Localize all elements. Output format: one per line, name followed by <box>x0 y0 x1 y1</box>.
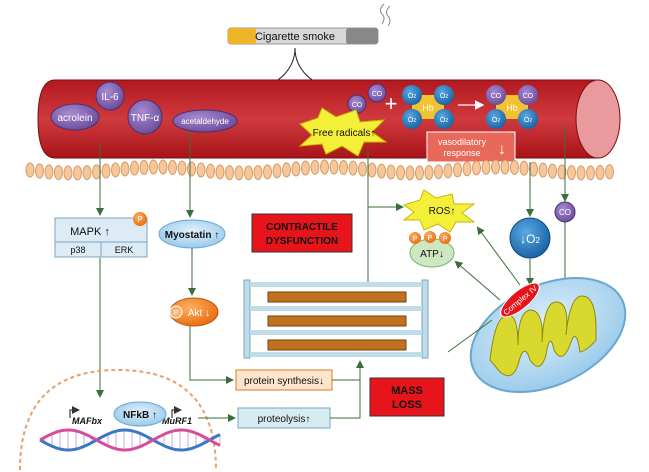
sarcomere <box>243 279 429 359</box>
svg-text:O2: O2 <box>408 93 416 100</box>
svg-text:acetaldehyde: acetaldehyde <box>181 117 229 126</box>
mapk-box: MAPK ↑ p38 ERK P <box>54 212 148 258</box>
molecule-acrolein: acrolein <box>50 103 100 131</box>
molecule-il6: IL-6 <box>95 81 125 111</box>
arrow-akt-protein-synthesis <box>189 326 234 384</box>
svg-text:response: response <box>443 148 480 158</box>
svg-text:Free radicals↑: Free radicals↑ <box>313 128 376 139</box>
svg-text:P: P <box>443 236 448 243</box>
gene-labels: MAFbx MuRF1 NFkB ↑ <box>69 401 192 427</box>
svg-text:P: P <box>137 215 142 224</box>
svg-text:CO: CO <box>352 102 363 109</box>
svg-text:DYSFUNCTION: DYSFUNCTION <box>266 236 338 247</box>
svg-text:ATP↓: ATP↓ <box>420 249 444 260</box>
svg-text:p38: p38 <box>70 245 85 255</box>
free-radicals-burst: Free radicals↑ <box>298 107 388 157</box>
arrow-proteolysis-up <box>330 380 361 419</box>
contractile-dysfunction-box: CONTRACTILE DYSFUNCTION <box>251 213 353 253</box>
atp: ATP↓ P P P <box>409 231 455 268</box>
svg-text:O2: O2 <box>408 117 416 124</box>
svg-text:↓O2: ↓O2 <box>520 232 540 246</box>
svg-text:O2: O2 <box>440 117 448 124</box>
svg-text:CONTRACTILE: CONTRACTILE <box>266 222 338 233</box>
co-molecule-right: CO <box>554 201 576 223</box>
arrow-mito-atp <box>454 260 501 301</box>
plus-sign: + <box>385 91 398 116</box>
arrow-mito-ros <box>476 226 521 286</box>
svg-text:Hb: Hb <box>422 103 434 113</box>
svg-text:↓: ↓ <box>498 141 506 158</box>
svg-text:CO: CO <box>559 208 571 217</box>
svg-text:Myostatin ↑: Myostatin ↑ <box>165 230 219 241</box>
protein-synthesis-box: protein synthesis↓ <box>235 369 333 391</box>
co-molecule-1: CO <box>347 94 367 114</box>
low-oxygen: ↓O2 <box>509 217 551 259</box>
mass-loss-box: MASS LOSS <box>369 377 445 417</box>
svg-text:O2: O2 <box>440 93 448 100</box>
cigarette: Cigarette smoke <box>227 3 391 45</box>
dna-helix <box>39 428 221 452</box>
svg-text:IL-6: IL-6 <box>101 92 119 103</box>
hemoglobin-co: Hb CO CO O2 O2 <box>486 85 538 129</box>
nfkb-label: NFkB ↑ <box>123 410 157 421</box>
cell-membrane <box>25 159 614 181</box>
mitochondrion: Complex IV <box>469 276 627 394</box>
svg-text:TNF-α: TNF-α <box>131 113 160 124</box>
vasodilatory-response: vasodilatory response ↓ <box>426 131 516 163</box>
svg-text:P: P <box>413 236 418 243</box>
molecule-acetaldehyde: acetaldehyde <box>172 109 238 133</box>
svg-text:CO: CO <box>372 91 383 98</box>
gene-mafbx: MAFbx <box>72 416 103 426</box>
svg-text:LOSS: LOSS <box>392 399 422 411</box>
svg-text:acrolein: acrolein <box>57 113 92 124</box>
svg-text:O2: O2 <box>524 117 532 124</box>
svg-text:P: P <box>174 310 179 317</box>
akt: P Akt ↓ <box>169 297 219 327</box>
proteolysis-box: proteolysis↑ <box>237 407 331 429</box>
svg-text:O2: O2 <box>492 117 500 124</box>
svg-text:Hb: Hb <box>506 103 518 113</box>
ros-burst: ROS↑ <box>402 189 476 233</box>
svg-text:ROS↑: ROS↑ <box>429 206 456 217</box>
co-molecule-2: CO <box>367 83 387 103</box>
molecule-tnf-alpha: TNF-α <box>127 99 163 135</box>
svg-text:MASS: MASS <box>391 385 423 397</box>
svg-text:protein synthesis↓: protein synthesis↓ <box>244 376 324 387</box>
svg-text:CO: CO <box>523 93 534 100</box>
hemoglobin-o2: Hb O2 O2 O2 O2 <box>402 85 454 129</box>
myostatin: Myostatin ↑ <box>158 219 226 249</box>
svg-text:Akt ↓: Akt ↓ <box>188 308 210 319</box>
svg-text:vasodilatory: vasodilatory <box>438 137 487 147</box>
svg-text:CO: CO <box>491 93 502 100</box>
cigarette-label: Cigarette smoke <box>255 31 335 43</box>
arrow-mito-sarcomere <box>447 319 493 353</box>
svg-text:MAPK ↑: MAPK ↑ <box>70 226 110 238</box>
svg-text:proteolysis↑: proteolysis↑ <box>258 414 311 425</box>
svg-text:ERK: ERK <box>115 245 134 255</box>
svg-text:P: P <box>428 235 433 242</box>
gene-murf1: MuRF1 <box>162 416 192 426</box>
